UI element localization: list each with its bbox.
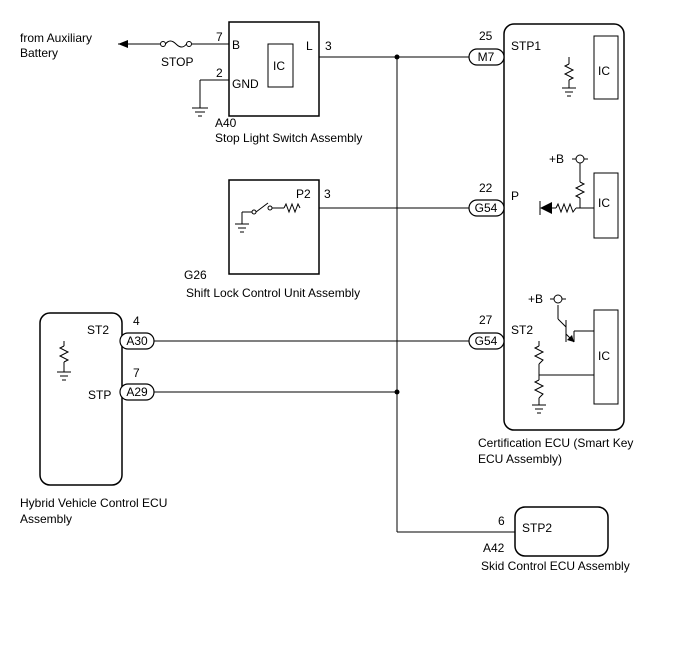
component-name: Stop Light Switch Assembly xyxy=(215,131,362,145)
pin-number: 27 xyxy=(479,313,493,327)
fuse-icon xyxy=(165,40,187,48)
pin-label: ST2 xyxy=(87,323,109,337)
connector-label: G54 xyxy=(475,334,498,348)
resistor-icon xyxy=(555,202,577,214)
supply-label: +B xyxy=(528,292,543,306)
pin-number: 3 xyxy=(325,39,332,53)
pin-label: ST2 xyxy=(511,323,533,337)
transistor-arrow-icon xyxy=(567,335,574,342)
pin-label: P2 xyxy=(296,187,311,201)
connector-g54 xyxy=(468,332,505,350)
transistor-collector xyxy=(557,318,567,328)
ground-icon xyxy=(562,87,576,97)
connector-label: A30 xyxy=(126,334,148,348)
switch-icon xyxy=(255,202,269,213)
connector-a30 xyxy=(119,332,155,350)
junction-dot xyxy=(394,54,400,60)
component-code: G26 xyxy=(184,268,207,282)
component-name: Shift Lock Control Unit Assembly xyxy=(186,286,360,300)
pin-label: L xyxy=(306,39,313,53)
stop-switch-ic-box xyxy=(267,43,294,88)
connector-label: G54 xyxy=(475,201,498,215)
ic-box xyxy=(593,172,619,239)
certification-ecu: 25 M7 STP1 22 G54 P 27 G54 ST2 IC IC xyxy=(468,23,633,466)
resistor-icon xyxy=(574,181,586,199)
pin-number: 4 xyxy=(133,314,140,328)
component-name-line1: Hybrid Vehicle Control ECU xyxy=(20,496,167,510)
hybrid-vehicle-control-ecu: ST2 STP 4 7 A30 A29 Hybrid Vehicle Contr… xyxy=(20,312,167,526)
pin-label: STP2 xyxy=(522,521,552,535)
ground-icon xyxy=(532,404,546,414)
component-name-line2: Assembly xyxy=(20,512,72,526)
switch-contact xyxy=(267,205,273,211)
ic-box xyxy=(593,309,619,405)
supply-terminal xyxy=(575,154,585,164)
ground-icon xyxy=(192,107,208,117)
pin-label: GND xyxy=(232,77,259,91)
component-code: A40 xyxy=(215,116,237,130)
source-label-line2: Battery xyxy=(20,46,58,60)
shift-lock-box xyxy=(228,179,320,275)
pin-label: B xyxy=(232,38,240,52)
connector-label: A29 xyxy=(126,385,148,399)
source-label-line1: from Auxiliary xyxy=(20,31,92,45)
supply-label: +B xyxy=(549,152,564,166)
pin-label: P xyxy=(511,189,519,203)
junction-dot xyxy=(394,389,400,395)
resistor-icon xyxy=(58,345,70,363)
component-name-line2: ECU Assembly) xyxy=(478,452,562,466)
ground-icon xyxy=(235,223,249,233)
ic-label: IC xyxy=(598,349,610,363)
pin-label: STP1 xyxy=(511,39,541,53)
fuse-terminal xyxy=(186,41,192,47)
ic-label: IC xyxy=(598,64,610,78)
stop-switch-ic-label: IC xyxy=(273,59,285,73)
resistor-icon xyxy=(533,345,545,365)
shift-lock-control-unit: P2 3 G26 Shift Lock Control Unit Assembl… xyxy=(184,179,360,300)
connector-g54 xyxy=(468,199,505,217)
pin-label: STP xyxy=(88,388,111,402)
pin-number: 7 xyxy=(216,30,223,44)
connector-m7 xyxy=(468,48,505,66)
diode-icon xyxy=(539,201,552,215)
supply-terminal xyxy=(553,294,563,304)
resistor-icon xyxy=(533,379,545,399)
component-name-line1: Certification ECU (Smart Key xyxy=(478,436,633,450)
ground-icon xyxy=(57,371,71,381)
component-code: A42 xyxy=(483,541,505,555)
connector-label: M7 xyxy=(478,50,495,64)
connector-a29 xyxy=(119,383,155,401)
pin-number: 22 xyxy=(479,181,493,195)
pin-number: 2 xyxy=(216,66,223,80)
pin-number: 7 xyxy=(133,366,140,380)
resistor-icon xyxy=(563,63,575,81)
pin-number: 25 xyxy=(479,29,493,43)
component-name: Skid Control ECU Assembly xyxy=(481,559,630,573)
switch-contact xyxy=(251,209,257,215)
arrow-right-icon xyxy=(118,40,128,48)
ic-box xyxy=(593,35,619,100)
pin-number: 6 xyxy=(498,514,505,528)
resistor-icon xyxy=(283,202,301,214)
skid-control-ecu: 6 STP2 A42 Skid Control ECU Assembly xyxy=(481,506,630,573)
pin-number: 3 xyxy=(324,187,331,201)
stop-light-switch-assembly: IC 7 B 2 GND L 3 A40 Stop Light Switch A… xyxy=(215,21,362,145)
skid-ecu-box xyxy=(514,506,609,557)
fuse-stop: STOP xyxy=(160,40,193,69)
ic-label: IC xyxy=(598,196,610,210)
battery-source: from Auxiliary Battery xyxy=(20,31,128,60)
fuse-label: STOP xyxy=(161,55,193,69)
fuse-terminal xyxy=(160,41,166,47)
